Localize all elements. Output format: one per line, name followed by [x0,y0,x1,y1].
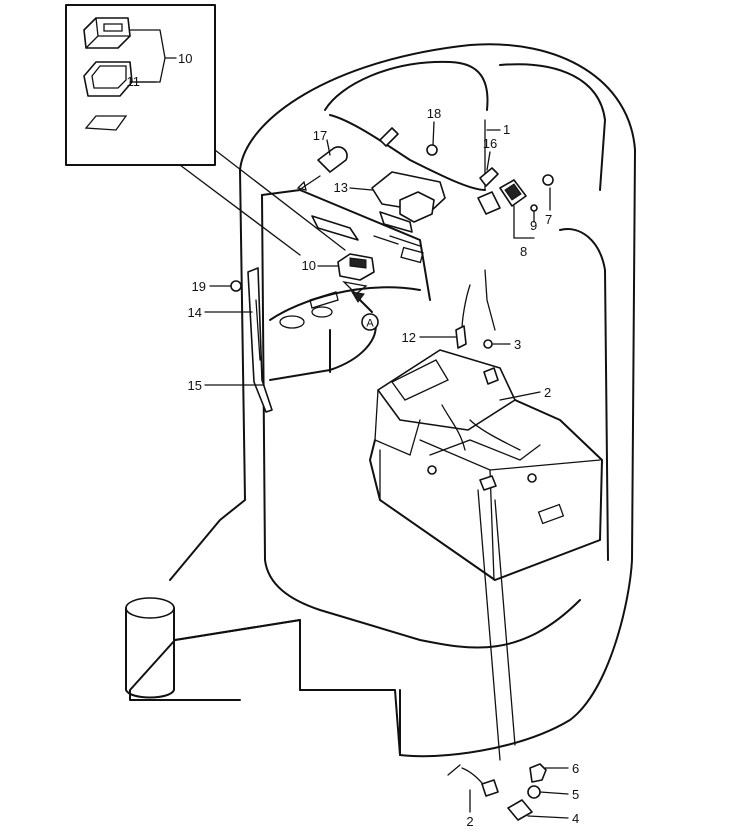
callout-3: 3 [514,337,521,352]
wiper-assembly [230,267,273,413]
callout-13: 13 [334,180,348,195]
harness-top [329,114,496,331]
callout-11: 11 [127,74,141,89]
leader-lines [134,81,569,819]
callout-2-battery: 2 [544,385,551,400]
callout-12: 12 [402,330,416,345]
callout-17: 17 [313,128,327,143]
truck-body [125,43,636,758]
callout-10-dash: 10 [302,258,316,273]
callout-15: 15 [188,378,202,393]
callout-8: 8 [520,244,527,259]
callout-2-cable: 2 [466,814,473,829]
view-arrow: A [351,291,379,331]
label-plate [84,115,128,131]
callout-14: 14 [188,305,202,320]
callout-18: 18 [427,106,441,121]
battery [369,325,603,581]
view-marker-label: A [366,318,374,330]
callout-19: 19 [192,279,206,294]
bezel-part [83,61,133,97]
callout-6: 6 [572,761,579,776]
lamp-assembly [296,127,554,264]
inset-detail [65,4,216,166]
callout-10-inset: 10 [178,51,192,66]
callout-1: 1 [503,122,510,137]
callout-7: 7 [545,212,552,227]
callout-9: 9 [530,218,537,233]
callout-16: 16 [483,136,497,151]
screw-19 [230,280,242,292]
callout-labels: 10 11 18 1 17 16 13 7 9 8 10 19 14 12 3 … [127,51,580,829]
callout-4: 4 [572,811,579,826]
ground-cable-detail [447,489,547,821]
dash-switch [337,253,375,295]
callout-5: 5 [572,787,579,802]
view-marker-circle [361,313,379,331]
